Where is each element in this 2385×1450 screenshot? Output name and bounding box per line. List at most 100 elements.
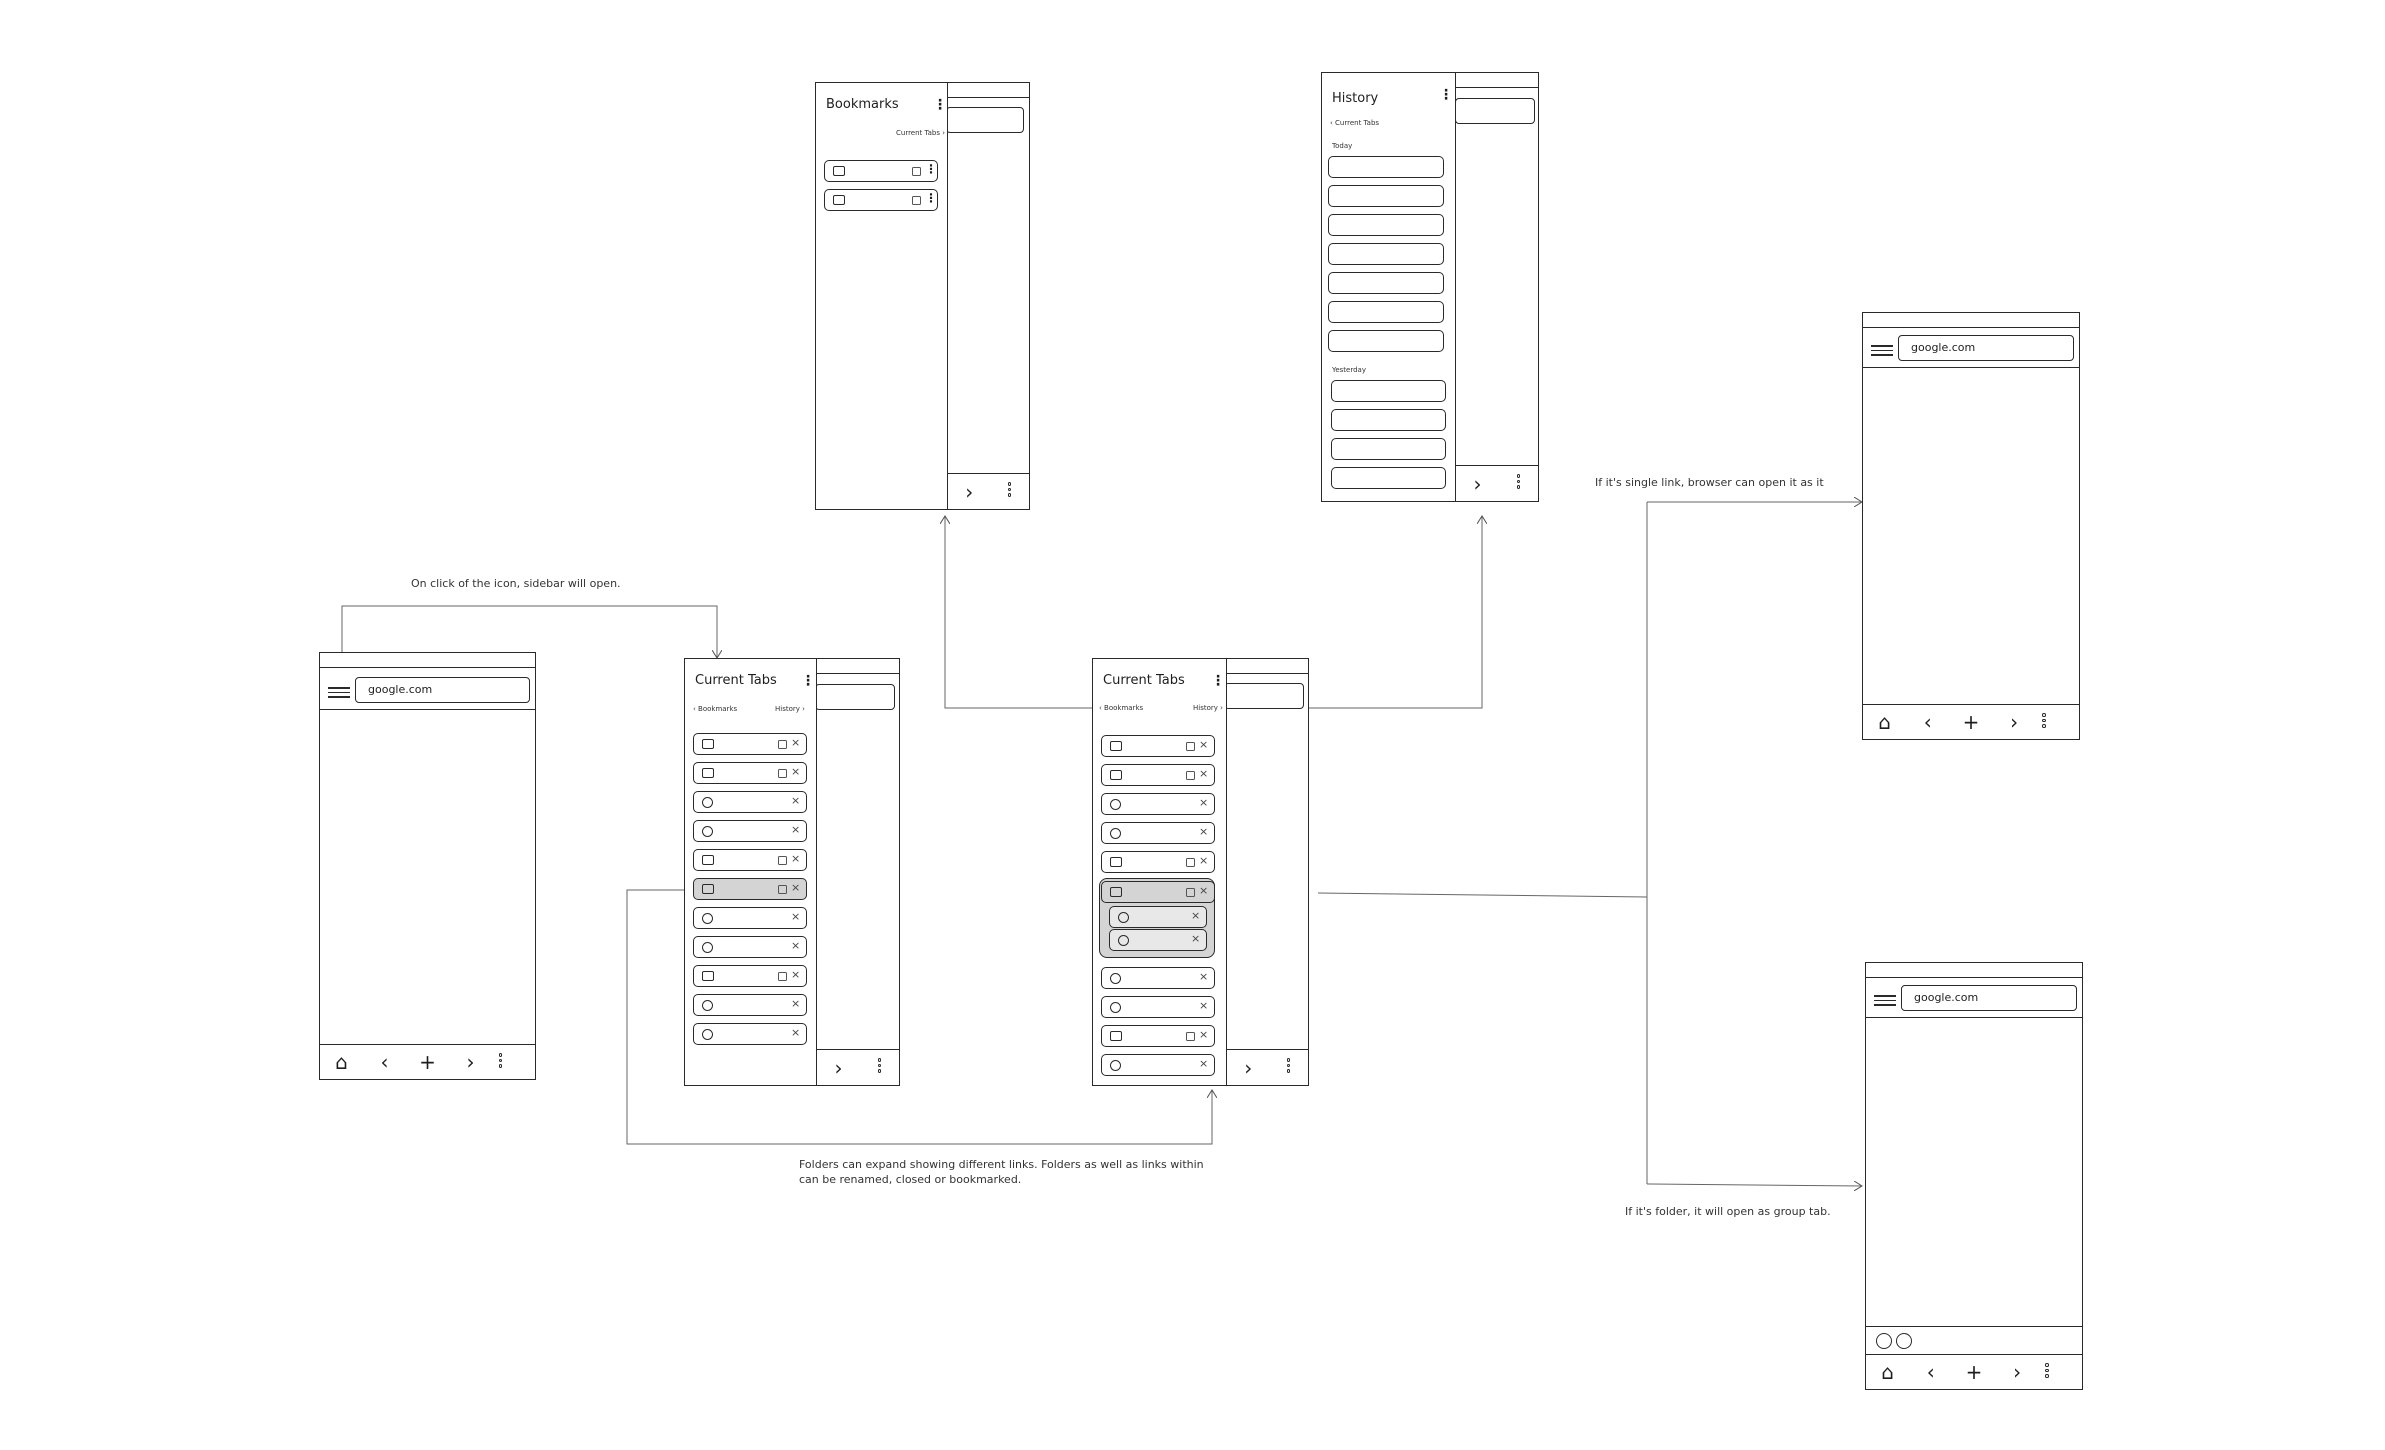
close-icon[interactable]: × xyxy=(791,736,801,749)
home-icon[interactable]: ⌂ xyxy=(335,1050,348,1074)
nav-history-link[interactable]: History › xyxy=(1193,704,1223,712)
kebab-icon[interactable]: ⋮ xyxy=(801,673,815,689)
kebab-icon[interactable] xyxy=(1286,1056,1291,1080)
close-icon[interactable]: × xyxy=(791,765,801,778)
url-bar[interactable] xyxy=(815,684,895,710)
tab-link-row[interactable]: × xyxy=(1101,967,1215,989)
close-icon[interactable]: × xyxy=(791,997,801,1010)
tab-link-row[interactable]: × xyxy=(693,1023,807,1045)
history-entry-row[interactable] xyxy=(1331,380,1446,402)
close-icon[interactable]: × xyxy=(1199,1028,1209,1041)
plus-icon[interactable]: + xyxy=(1965,1360,1983,1384)
close-icon[interactable]: × xyxy=(1199,854,1209,867)
kebab-icon[interactable]: ⋮ xyxy=(1439,87,1453,103)
close-icon[interactable]: × xyxy=(1199,738,1209,751)
history-entry-row[interactable] xyxy=(1328,243,1444,265)
close-icon[interactable]: × xyxy=(1199,796,1209,809)
close-icon[interactable]: × xyxy=(791,1026,801,1039)
close-icon[interactable]: × xyxy=(1199,970,1209,983)
nav-current-tabs-link[interactable]: Current Tabs › xyxy=(896,129,946,137)
chevron-right-icon[interactable]: › xyxy=(834,1055,843,1080)
chevron-left-icon[interactable]: ‹ xyxy=(380,1050,389,1074)
kebab-icon[interactable]: ⋮ xyxy=(925,162,937,176)
url-bar[interactable]: google.com xyxy=(355,677,530,703)
close-icon[interactable]: × xyxy=(791,794,801,807)
bookmark-icon[interactable] xyxy=(778,885,787,894)
hamburger-icon[interactable] xyxy=(328,687,350,701)
bookmark-icon[interactable] xyxy=(1186,771,1195,780)
history-entry-row[interactable] xyxy=(1331,438,1446,460)
close-icon[interactable]: × xyxy=(791,852,801,865)
tab-folder-row[interactable]: × xyxy=(1101,851,1215,873)
group-tab-dot[interactable] xyxy=(1896,1333,1912,1349)
chevron-right-icon[interactable]: › xyxy=(965,479,974,504)
url-bar[interactable] xyxy=(1455,98,1535,124)
history-entry-row[interactable] xyxy=(1328,272,1444,294)
bookmark-icon[interactable] xyxy=(1186,742,1195,751)
tab-link-row[interactable]: × xyxy=(1101,996,1215,1018)
nav-current-tabs-link[interactable]: ‹ Current Tabs xyxy=(1330,119,1380,127)
tab-folder-row[interactable]: × xyxy=(1101,1025,1215,1047)
folder-child-link-row[interactable]: × xyxy=(1109,929,1207,951)
kebab-icon[interactable] xyxy=(1007,480,1012,504)
close-icon[interactable]: × xyxy=(1191,932,1201,945)
kebab-icon[interactable] xyxy=(2042,711,2072,733)
plus-icon[interactable]: + xyxy=(419,1050,436,1074)
tab-link-row[interactable]: × xyxy=(693,936,807,958)
bookmark-folder-row[interactable]: ⋮ xyxy=(824,189,938,211)
bookmark-icon[interactable] xyxy=(778,769,787,778)
url-bar[interactable] xyxy=(1224,683,1304,709)
history-entry-row[interactable] xyxy=(1328,185,1444,207)
chevron-right-icon[interactable]: › xyxy=(2010,710,2019,734)
group-tab-dot[interactable] xyxy=(1876,1333,1892,1349)
tab-link-row[interactable]: × xyxy=(693,907,807,929)
chevron-right-icon[interactable]: › xyxy=(466,1050,475,1074)
home-icon[interactable]: ⌂ xyxy=(1881,1360,1894,1384)
chevron-left-icon[interactable]: ‹ xyxy=(1926,1360,1935,1384)
tab-folder-row-selected[interactable]: × xyxy=(693,878,807,900)
bookmark-folder-row[interactable]: ⋮ xyxy=(824,160,938,182)
chevron-left-icon[interactable]: ‹ xyxy=(1923,710,1932,734)
tab-folder-row[interactable]: × xyxy=(693,849,807,871)
history-entry-row[interactable] xyxy=(1331,409,1446,431)
kebab-icon[interactable]: ⋮ xyxy=(933,97,947,113)
kebab-icon[interactable]: ⋮ xyxy=(925,191,937,205)
hamburger-icon[interactable] xyxy=(1874,995,1896,1009)
close-icon[interactable]: × xyxy=(791,881,801,894)
url-bar[interactable] xyxy=(946,107,1024,133)
history-entry-row[interactable] xyxy=(1328,214,1444,236)
bookmark-icon[interactable] xyxy=(1186,1032,1195,1041)
close-icon[interactable]: × xyxy=(1191,909,1201,922)
bookmark-icon[interactable] xyxy=(912,167,921,176)
history-entry-row[interactable] xyxy=(1328,330,1444,352)
url-bar[interactable]: google.com xyxy=(1901,985,2077,1011)
chevron-right-icon[interactable]: › xyxy=(1473,471,1482,496)
kebab-icon[interactable] xyxy=(877,1056,882,1080)
close-icon[interactable]: × xyxy=(1199,1057,1209,1070)
close-icon[interactable]: × xyxy=(791,910,801,923)
nav-history-link[interactable]: History › xyxy=(775,705,805,713)
bookmark-icon[interactable] xyxy=(778,856,787,865)
close-icon[interactable]: × xyxy=(791,968,801,981)
tab-folder-row[interactable]: × xyxy=(693,733,807,755)
url-bar[interactable]: google.com xyxy=(1898,335,2074,361)
folder-child-link-row[interactable]: × xyxy=(1109,906,1207,928)
tab-link-row[interactable]: × xyxy=(1101,822,1215,844)
kebab-icon[interactable] xyxy=(498,1051,529,1073)
history-entry-row[interactable] xyxy=(1331,467,1446,489)
nav-bookmarks-link[interactable]: ‹ Bookmarks xyxy=(693,705,738,713)
close-icon[interactable]: × xyxy=(791,823,801,836)
close-icon[interactable]: × xyxy=(1199,884,1209,897)
nav-bookmarks-link[interactable]: ‹ Bookmarks xyxy=(1099,704,1144,712)
chevron-right-icon[interactable]: › xyxy=(1244,1055,1253,1080)
tab-link-row[interactable]: × xyxy=(1101,793,1215,815)
tab-folder-row-expanded[interactable]: × xyxy=(1101,881,1215,903)
hamburger-icon[interactable] xyxy=(1871,345,1893,359)
close-icon[interactable]: × xyxy=(1199,999,1209,1012)
tab-link-row[interactable]: × xyxy=(693,994,807,1016)
tab-link-row[interactable]: × xyxy=(1101,1054,1215,1076)
bookmark-icon[interactable] xyxy=(1186,858,1195,867)
bookmark-icon[interactable] xyxy=(778,972,787,981)
history-entry-row[interactable] xyxy=(1328,301,1444,323)
kebab-icon[interactable]: ⋮ xyxy=(1211,673,1225,689)
